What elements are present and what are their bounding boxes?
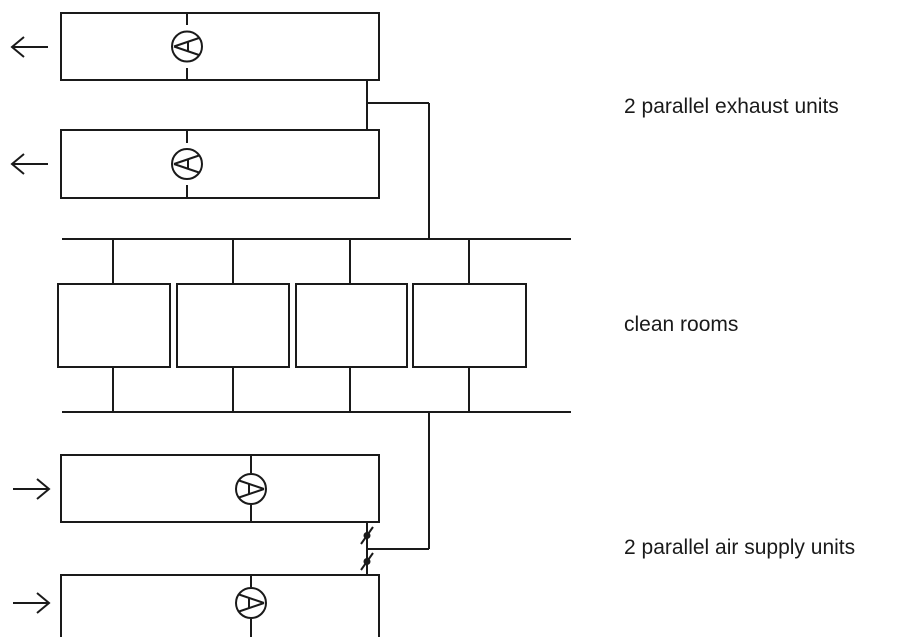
arrow-left-icon xyxy=(10,153,48,175)
supply-arrow-1 xyxy=(13,478,51,500)
supply-units-label: 2 parallel air supply units xyxy=(624,536,856,559)
damper-icon xyxy=(360,526,374,545)
fan-icon xyxy=(171,148,203,180)
supply-unit-1 xyxy=(60,454,380,523)
clean-room-4 xyxy=(412,239,527,412)
arrow-left-icon xyxy=(10,36,48,58)
clean-rooms-label: clean rooms xyxy=(624,313,739,336)
exhaust-arrow-1 xyxy=(10,36,48,58)
supply-unit-2 xyxy=(60,574,380,637)
exhaust-duct xyxy=(62,80,571,240)
exhaust-unit-2 xyxy=(60,129,380,199)
arrow-right-icon xyxy=(13,478,51,500)
exhaust-units-label: 2 parallel exhaust units xyxy=(624,95,839,118)
fan-icon xyxy=(235,587,267,619)
exhaust-unit-1 xyxy=(60,12,380,81)
supply-arrow-2 xyxy=(13,592,51,614)
exhaust-arrow-2 xyxy=(10,153,48,175)
damper-icon xyxy=(360,552,374,571)
clean-room-3 xyxy=(295,239,408,412)
supply-duct xyxy=(62,411,571,575)
fan-icon xyxy=(171,30,203,63)
arrow-right-icon xyxy=(13,592,51,614)
clean-room-1 xyxy=(57,239,171,412)
clean-room-2 xyxy=(176,239,290,412)
fan-icon xyxy=(235,473,267,505)
